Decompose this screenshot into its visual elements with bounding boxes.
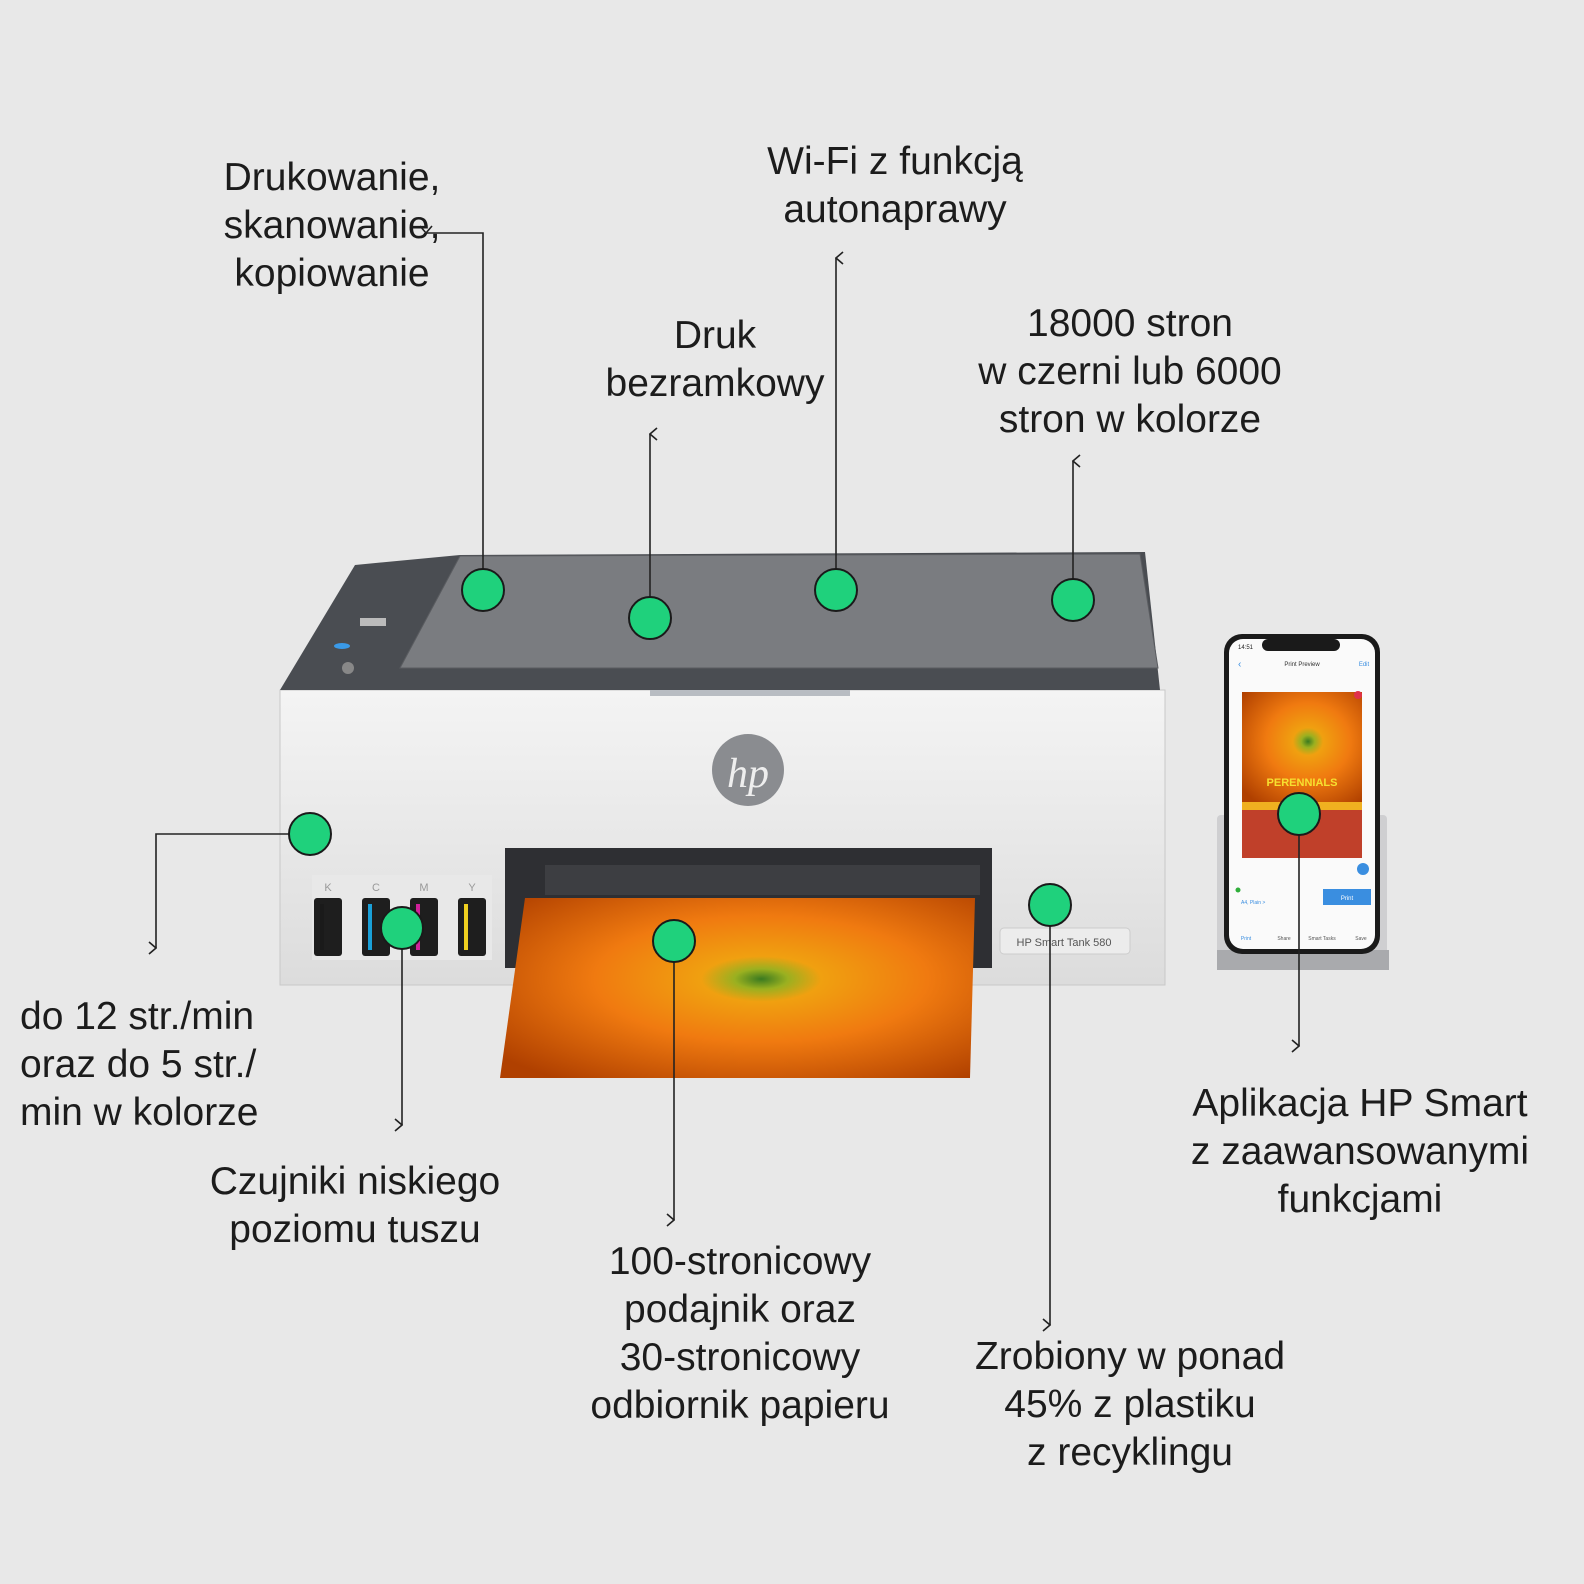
ink-label: K xyxy=(324,882,332,894)
printed-photo xyxy=(500,898,975,1078)
hotspot-app[interactable] xyxy=(1277,792,1321,836)
phone-print-button[interactable] xyxy=(1323,889,1371,905)
ink-window xyxy=(320,904,324,950)
hotspot-wifi[interactable] xyxy=(814,568,858,612)
hotspot-speed[interactable] xyxy=(288,812,332,856)
phone-cover-text: PERENNIALS xyxy=(1267,777,1338,789)
back-icon[interactable]: ‹ xyxy=(1238,659,1241,670)
hotspot-yield[interactable] xyxy=(1051,578,1095,622)
svg-text:14:51: 14:51 xyxy=(1238,645,1254,651)
hotspot-borderless[interactable] xyxy=(628,596,672,640)
svg-text:Save: Save xyxy=(1355,936,1367,942)
hotspot-functions[interactable] xyxy=(461,568,505,612)
svg-text:Smart Tasks: Smart Tasks xyxy=(1308,936,1336,942)
printer: hp HP Smart Tank 580 xyxy=(279,552,1166,1078)
svg-text:Print: Print xyxy=(1241,936,1252,942)
hotspot-tray[interactable] xyxy=(652,919,696,963)
ink-label: Y xyxy=(468,882,476,894)
ink-tank-body xyxy=(458,898,486,956)
hotspots xyxy=(288,568,1321,963)
ink-tank-y: Y xyxy=(458,882,486,956)
callout-functions: Drukowanie, skanowanie, kopiowanie xyxy=(223,156,441,295)
svg-text:A4, Plain >: A4, Plain > xyxy=(1241,900,1265,906)
svg-text:HP Smart Tank 580: HP Smart Tank 580 xyxy=(1017,937,1112,949)
svg-text:Share: Share xyxy=(1277,936,1291,942)
callout-borderless: Druk bezramkowy xyxy=(605,314,825,405)
ink-label: C xyxy=(372,882,380,894)
callout-sensors: Czujniki niskiego poziomu tuszu xyxy=(209,1160,501,1251)
callout-wifi: Wi-Fi z funkcją autonaprawy xyxy=(767,140,1023,231)
svg-text:Print Preview: Print Preview xyxy=(1284,662,1320,668)
hotspot-recycled[interactable] xyxy=(1028,883,1072,927)
ink-window xyxy=(464,904,468,950)
ink-tank-body xyxy=(314,898,342,956)
callout-yield: 18000 stron w czerni lub 6000 stron w ko… xyxy=(978,302,1282,441)
leader-lines xyxy=(156,233,1299,1325)
ink-window xyxy=(368,904,372,950)
callout-app: Aplikacja HP Smart z zaawansowanymi funk… xyxy=(1190,1082,1530,1221)
callout-recycled: Zrobiony w ponad 45% z plastiku z recykl… xyxy=(974,1335,1286,1474)
callout-tray: 100-stronicowy podajnik oraz 30-stronico… xyxy=(590,1240,890,1427)
ink-label: M xyxy=(419,882,428,894)
leader-speed xyxy=(156,833,310,948)
model-label: HP Smart Tank 580 xyxy=(999,927,1131,955)
svg-text:hp: hp xyxy=(727,751,769,797)
hotspot-sensors[interactable] xyxy=(380,906,424,950)
svg-text:Print: Print xyxy=(1341,896,1354,902)
callout-speed: do 12 str./min oraz do 5 str./ min w kol… xyxy=(20,995,259,1134)
leader-functions xyxy=(426,233,484,590)
ink-tank-k: K xyxy=(314,882,342,956)
ink-tank-c: C xyxy=(362,882,390,956)
control-panel xyxy=(334,618,386,674)
svg-text:Edit: Edit xyxy=(1359,662,1370,668)
hp-logo-icon: hp xyxy=(712,734,784,806)
